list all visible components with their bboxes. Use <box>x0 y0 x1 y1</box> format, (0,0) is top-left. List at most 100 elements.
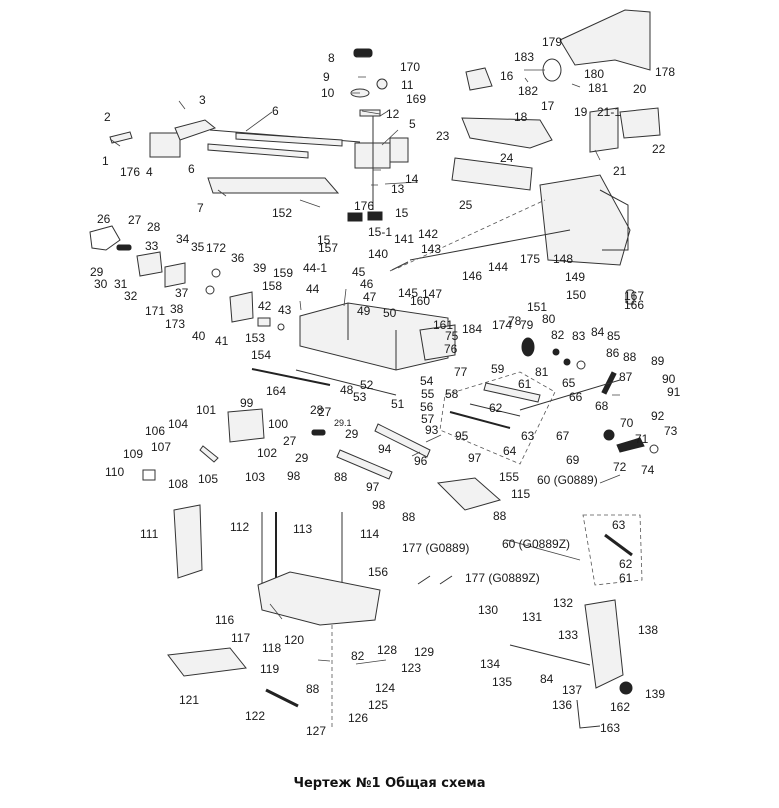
part-label: 145 <box>398 286 418 300</box>
cover-26 <box>89 225 121 251</box>
part-label: 66 <box>569 390 583 404</box>
bed-line <box>295 369 397 396</box>
gear-15b <box>367 211 383 221</box>
part-label: 9 <box>323 70 330 84</box>
part-label: 23 <box>436 129 450 143</box>
feed-rollers <box>311 423 502 511</box>
part-label: 88 <box>402 510 416 524</box>
part-label: 50 <box>383 306 397 320</box>
knife-63b <box>604 533 633 557</box>
part-label: 33 <box>145 239 159 253</box>
part-label: 151 <box>527 300 547 314</box>
part-label: 41 <box>215 334 229 348</box>
part-label: 103 <box>245 470 265 484</box>
part-label: 80 <box>542 312 556 326</box>
part-label: 26 <box>97 212 111 226</box>
part-label: 29.1 <box>334 418 352 428</box>
cover-16 <box>465 67 493 91</box>
gear-cluster-75 <box>419 324 456 361</box>
part-label: 1 <box>102 154 109 168</box>
knob-170 <box>376 78 388 90</box>
part-label: 177 (G0889) <box>402 541 469 555</box>
part-label: 19 <box>574 105 588 119</box>
part-label: 158 <box>262 279 282 293</box>
part-label: 173 <box>165 317 185 331</box>
part-label: 131 <box>522 610 542 624</box>
part-label: 143 <box>421 242 441 256</box>
part-label: 61 <box>518 377 532 391</box>
part-label: 161 <box>433 318 453 332</box>
bearing-37 <box>205 285 215 295</box>
part-label: 107 <box>151 440 171 454</box>
part-label: 94 <box>378 442 392 456</box>
gear-80 <box>521 337 535 357</box>
part-label: 25 <box>459 198 473 212</box>
part-label: 182 <box>518 84 538 98</box>
part-label: 147 <box>422 287 442 301</box>
cutterhead-assembly <box>439 371 556 465</box>
part-label: 172 <box>206 241 226 255</box>
part-label: 6 <box>272 104 279 118</box>
part-label: 71 <box>635 432 649 446</box>
part-label: 34 <box>176 232 190 246</box>
part-label: 51 <box>391 397 405 411</box>
part-label: 113 <box>293 522 312 536</box>
part-label: 84 <box>591 325 605 339</box>
part-label: 102 <box>257 446 277 460</box>
part-label: 178 <box>655 65 675 79</box>
part-label: 16 <box>500 69 514 83</box>
part-label: 109 <box>123 447 143 461</box>
part-label: 141 <box>394 232 414 246</box>
part-label: 74 <box>641 463 655 477</box>
part-label: 20 <box>633 82 647 96</box>
part-label: 122 <box>245 709 265 723</box>
part-label: 11 <box>401 78 414 92</box>
part-label: 65 <box>562 376 576 390</box>
part-label: 37 <box>175 286 189 300</box>
part-label: 3 <box>199 93 206 107</box>
right-bracket-plate <box>389 137 409 163</box>
part-label: 149 <box>565 270 585 284</box>
part-label: 117 <box>231 631 250 645</box>
part-label: 15 <box>395 206 409 220</box>
part-label: 28 <box>147 220 161 234</box>
part-label: 82 <box>551 328 565 342</box>
belt-28b <box>311 429 326 436</box>
part-label: 91 <box>667 385 681 399</box>
part-label: 27 <box>283 434 297 448</box>
bearing-85 <box>576 360 586 370</box>
part-label: 24 <box>500 151 514 165</box>
control-panel <box>142 408 265 481</box>
part-label: 181 <box>588 81 608 95</box>
part-label: 129 <box>414 645 434 659</box>
part-label: 97 <box>366 480 380 494</box>
part-label: 98 <box>287 469 301 483</box>
part-label: 132 <box>553 596 573 610</box>
part-label: 29 <box>295 451 309 465</box>
part-label: 18 <box>514 110 528 124</box>
part-label: 29 <box>345 427 359 441</box>
part-label: 85 <box>607 329 621 343</box>
part-label: 139 <box>645 687 665 701</box>
part-label: 83 <box>572 329 586 343</box>
part-label: 27 <box>128 213 142 227</box>
part-label: 40 <box>192 329 206 343</box>
part-label: 21 <box>613 164 627 178</box>
part-label: 133 <box>558 628 578 642</box>
part-label: 164 <box>266 384 286 398</box>
right-drive-assembly <box>519 289 659 454</box>
part-label: 179 <box>542 35 562 49</box>
roller-93 <box>374 423 431 458</box>
part-label: 135 <box>492 675 512 689</box>
gear-70 <box>603 429 615 441</box>
part-label: 17 <box>541 99 555 113</box>
part-label: 21-1 <box>597 105 621 119</box>
part-label: 87 <box>619 370 633 384</box>
top-guard-assembly <box>109 48 409 222</box>
part-label: 75 <box>445 329 459 343</box>
part-label: 45 <box>352 265 366 279</box>
cutterhead-61 <box>483 382 541 403</box>
part-label: 2 <box>104 110 111 124</box>
part-label: 100 <box>268 417 288 431</box>
left-bracket <box>149 132 181 158</box>
